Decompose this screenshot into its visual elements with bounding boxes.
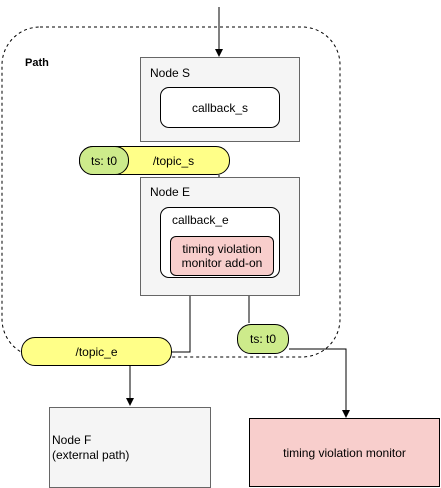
path-label: Path: [25, 57, 49, 69]
topic-s-label: /topic_s: [152, 153, 195, 168]
addon-label-line2: monitor add-on: [181, 256, 263, 270]
addon-label-line1: timing violation: [182, 242, 262, 256]
topic-e[interactable]: /topic_e: [21, 337, 172, 366]
topic-s-timestamp-label: ts: t0: [90, 153, 117, 168]
ts-output-label: ts: t0: [249, 332, 276, 346]
ts-output[interactable]: ts: t0: [237, 324, 289, 354]
timing-violation-monitor-addon[interactable]: timing violation monitor add-on: [170, 236, 274, 276]
node-f-label-line1: Node F: [52, 433, 92, 447]
callback-s[interactable]: callback_s: [160, 87, 280, 128]
node-s-label: Node S: [150, 66, 191, 80]
node-e-to-topic-e: [172, 296, 191, 353]
monitor-label: timing violation monitor: [283, 445, 406, 460]
ts-to-monitor: [289, 348, 350, 418]
node-e-label: Node E: [150, 185, 191, 199]
callback-s-label: callback_s: [191, 100, 249, 115]
timing-violation-monitor[interactable]: timing violation monitor: [249, 418, 440, 487]
callback-e-label: callback_e: [172, 213, 229, 227]
node-f-label-line2: (external path): [52, 448, 130, 462]
topic-e-label: /topic_e: [75, 344, 118, 359]
topic-s-timestamp[interactable]: ts: t0: [79, 146, 129, 175]
